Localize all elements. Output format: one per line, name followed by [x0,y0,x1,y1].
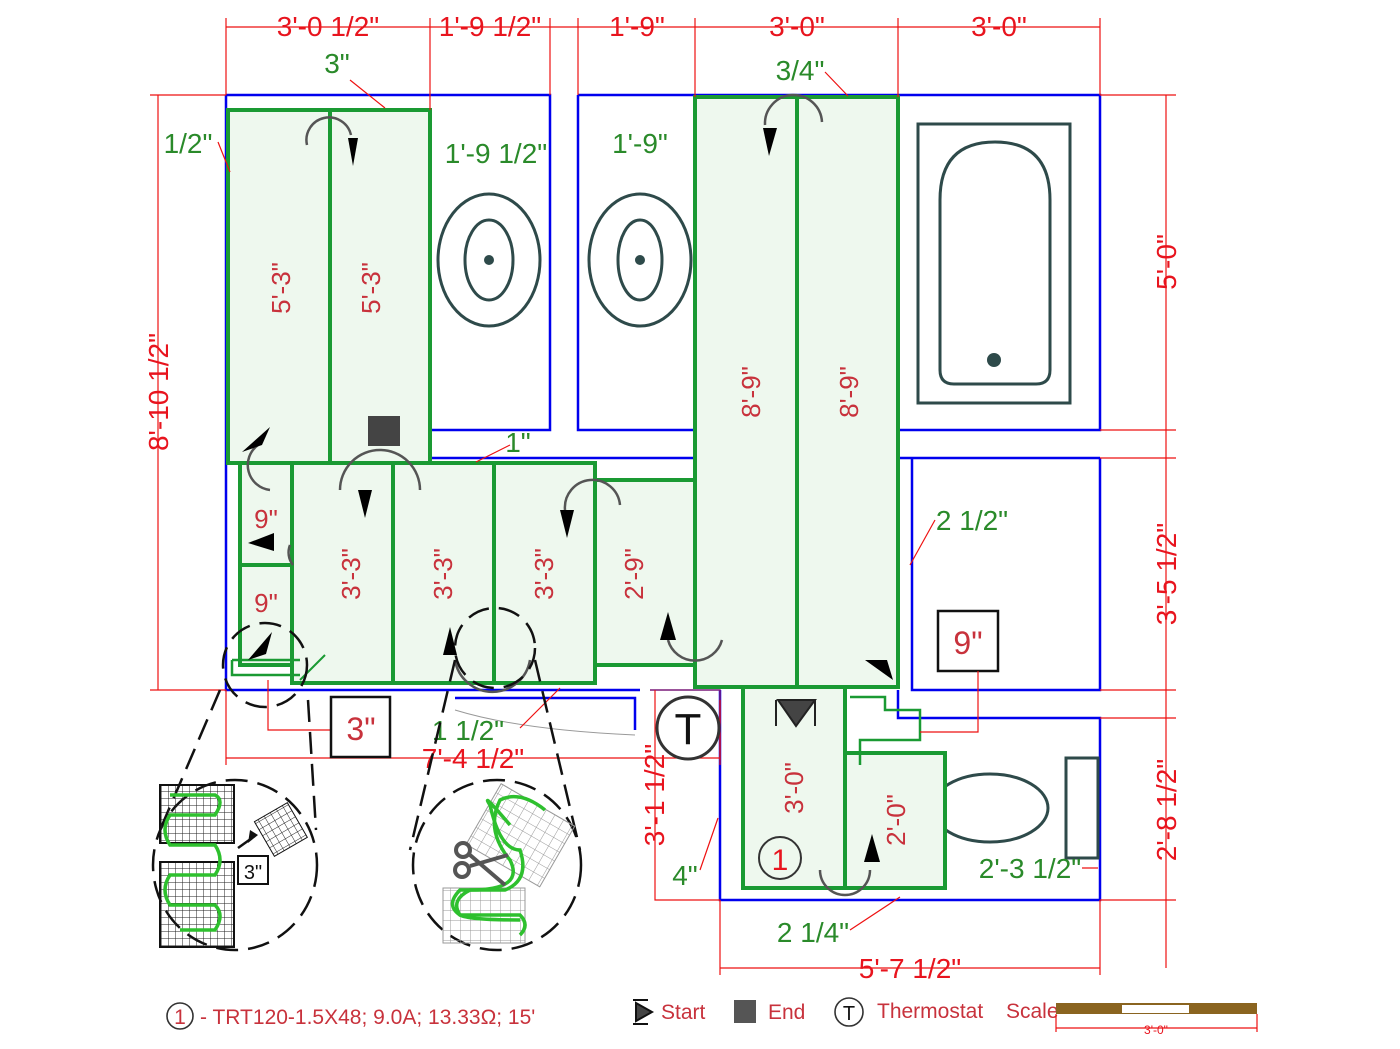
strip-label: 3'-3" [336,548,366,600]
start-icon [633,999,655,1025]
detail-cut-mat: 3" [151,621,319,952]
scale-value: 3'-0" [1144,1023,1168,1037]
callout-3-4in: 3/4" [776,55,825,86]
callout-1in: 1" [505,427,531,458]
callout-toilet: 2'-3 1/2" [979,853,1081,884]
legend-scale: Scale [1006,1000,1059,1023]
top-dim-4: 3'-0" [769,11,825,42]
cable-marker-icon [166,1002,194,1030]
detail-cut-cable [408,606,583,952]
legend-cable-spec: - TRT120-1.5X48; 9.0A; 13.33Ω; 15' [200,1006,535,1029]
scissors-icon [453,841,509,887]
strip-label: 5'-3" [356,262,386,314]
strip-label: 3'-0" [779,762,809,814]
left-dim: 8'-10 1/2" [143,333,174,451]
sink-right [587,192,693,328]
thermostat-icon [834,997,864,1027]
legend-thermostat-symbol: T [843,1003,855,1025]
direction-arrows [242,93,893,897]
callout-1-2in: 1/2" [164,128,213,159]
toilet [930,756,1100,860]
callout-3in: 3" [324,48,350,79]
right-dim-bottom: 2'-8 1/2" [1151,759,1182,861]
cable-marker-icon [758,836,802,880]
thermostat-icon [655,695,721,761]
gap-3in-label: 3" [346,711,375,747]
bottom-mid-dim: 7'-4 1/2" [422,743,524,774]
dimension-lines [150,18,1176,975]
strip-label: 2'-0" [881,794,911,846]
start-marker-icon [775,699,817,728]
strip-label: 9" [254,588,278,618]
top-dim-2: 1'-9 1/2" [439,11,541,42]
callout-sink1: 1'-9 1/2" [445,138,547,169]
strip-label: 3'-3" [428,548,458,600]
lower-vertical-dim: 3'-1 1/2" [639,744,670,846]
strip-label: 2'-9" [619,548,649,600]
callout-4in: 4" [672,860,698,891]
scale-bar: 3'-0" [1055,1003,1258,1037]
heating-mats [226,95,947,890]
callout-1-1-2in: 1 1/2" [432,715,504,746]
legend: 1 - TRT120-1.5X48; 9.0A; 13.33Ω; 15' Sta… [166,997,1258,1037]
callout-sink2: 1'-9" [612,128,668,159]
top-dim-5: 3'-0" [971,11,1027,42]
top-dim-3: 1'-9" [609,11,665,42]
room-9in-label: 9" [953,625,982,661]
end-icon [734,1000,756,1023]
callout-2-1-4in: 2 1/4" [777,917,849,948]
cable-number: 1 [772,844,789,877]
top-dim-1: 3'-0 1/2" [277,11,379,42]
end-marker-icon [368,416,400,446]
legend-cable-num: 1 [174,1006,186,1029]
bottom-right-dim: 5'-7 1/2" [859,953,961,984]
callout-2-1-2in: 2 1/2" [936,505,1008,536]
strip-label: 8'-9" [736,366,766,418]
strip-label: 9" [254,504,278,534]
thermostat-symbol: T [675,705,702,754]
bathtub [916,122,1072,405]
strip-label: 5'-3" [266,262,296,314]
sink-left [436,192,542,328]
detail-3in-label: 3" [244,862,262,884]
right-dim-mid: 3'-5 1/2" [1151,523,1182,625]
right-dim-top: 5'-0" [1151,234,1182,290]
legend-end: End [768,1001,805,1024]
strip-label: 8'-9" [834,366,864,418]
legend-thermostat: Thermostat [877,1000,983,1023]
strip-label: 3'-3" [529,548,559,600]
legend-start: Start [661,1001,706,1024]
